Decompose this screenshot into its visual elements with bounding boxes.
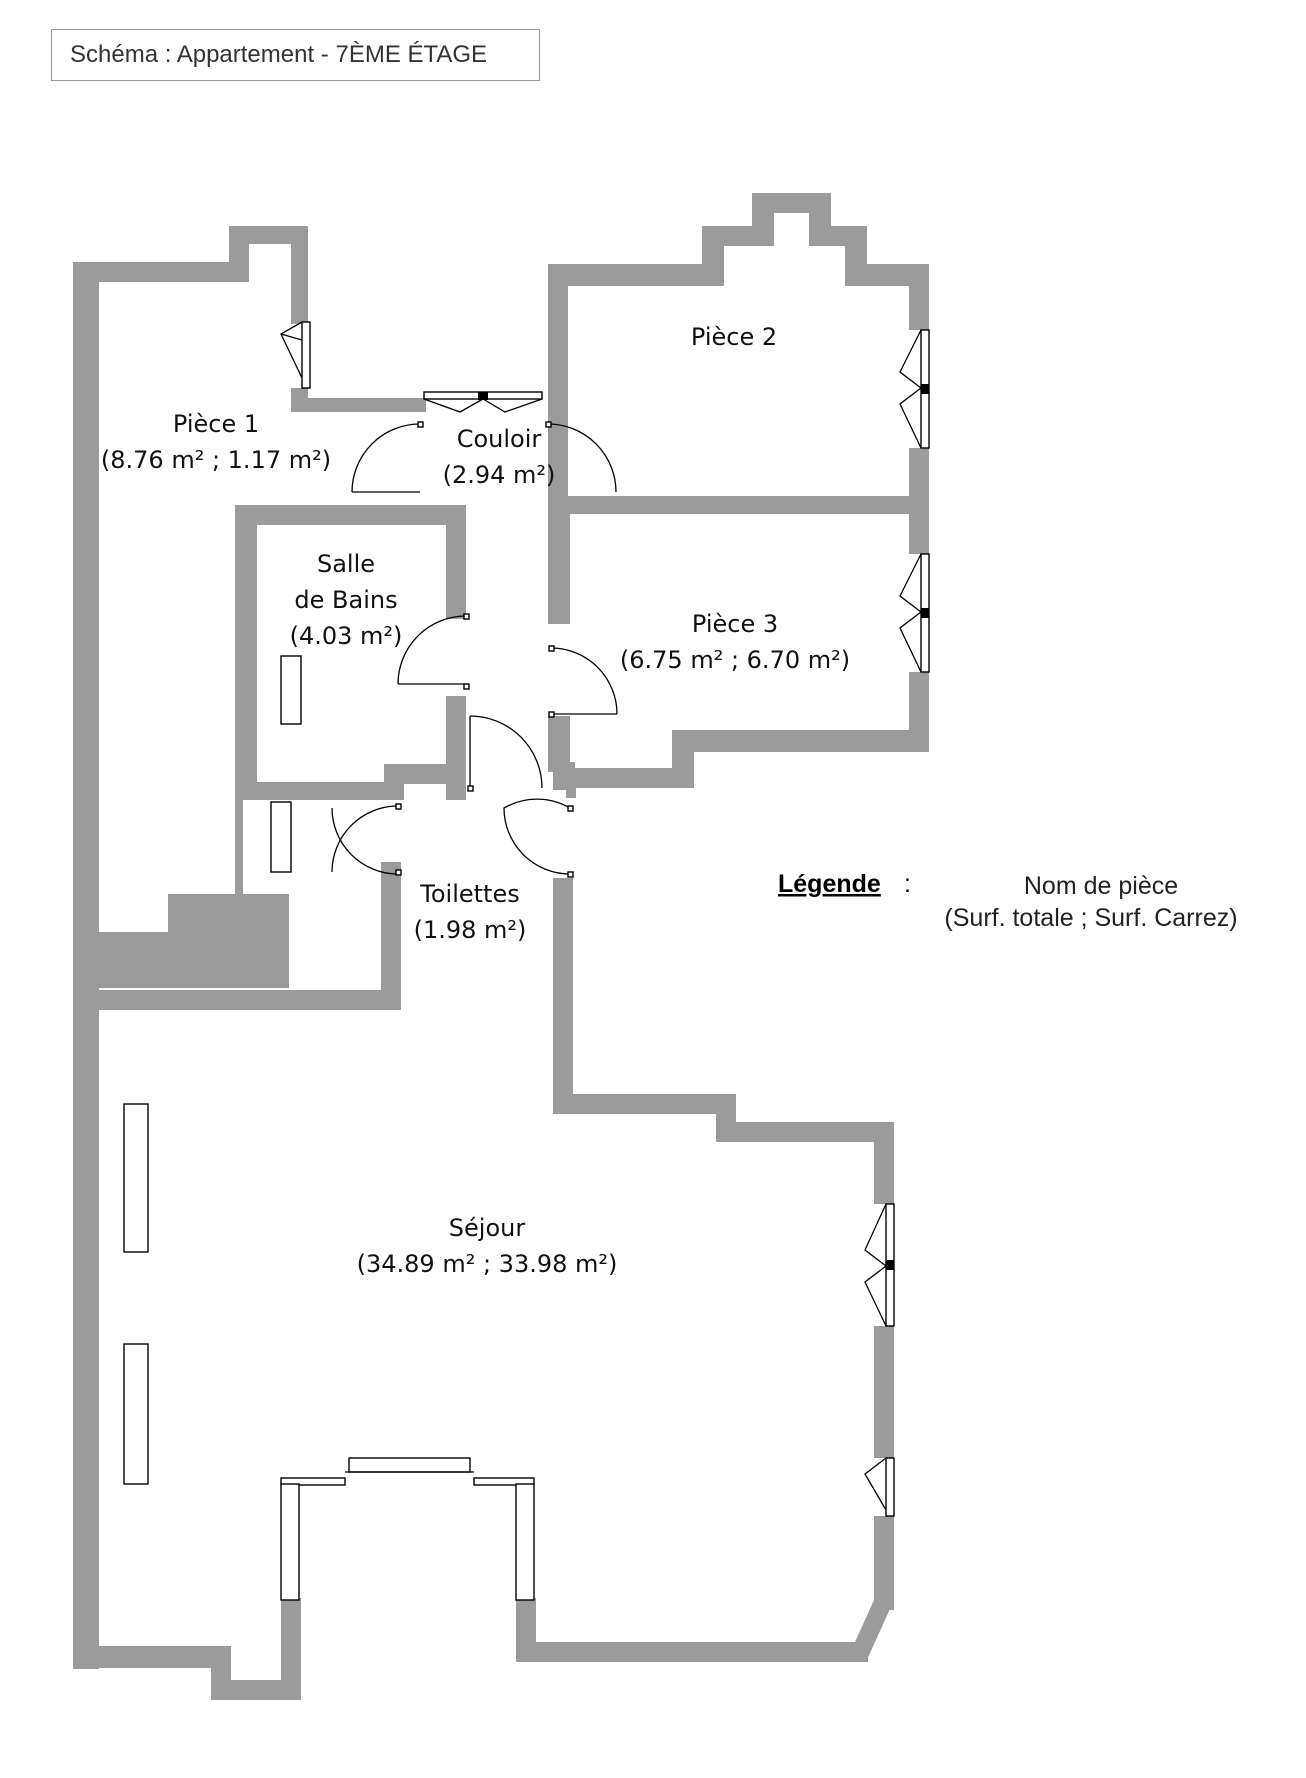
door-sdb bbox=[397, 615, 467, 685]
window-sejour-2 bbox=[885, 1457, 895, 1517]
door-sejour bbox=[503, 798, 571, 875]
wall-p2-top-right bbox=[845, 264, 929, 286]
wall-sejour-step-top bbox=[716, 1122, 894, 1142]
wall-sdb-bottom-step bbox=[384, 764, 404, 800]
wall-p1-top bbox=[73, 262, 233, 282]
wall-sdb-right-lower bbox=[446, 696, 466, 800]
room-sdb-surface: (4.03 m²) bbox=[290, 622, 403, 650]
wall-left bbox=[73, 262, 99, 1669]
door-wc bbox=[331, 805, 399, 873]
wall-sejour-bottom bbox=[516, 1642, 868, 1662]
room-p1-name: Pièce 1 bbox=[173, 410, 259, 438]
room-couloir-name: Couloir bbox=[457, 425, 542, 453]
wall-sejour-right-low bbox=[874, 1516, 894, 1610]
room-p2-name: Pièce 2 bbox=[691, 323, 777, 351]
room-p3-name: Pièce 3 bbox=[692, 610, 778, 638]
wall-sejour-bay-right bbox=[516, 1598, 536, 1662]
wall-sdb-bottom-left bbox=[235, 782, 387, 800]
room-sejour-name: Séjour bbox=[449, 1214, 526, 1242]
legend-title: Légende bbox=[778, 870, 881, 898]
radiators bbox=[123, 655, 302, 1485]
radiator-sejour-1 bbox=[123, 1103, 149, 1253]
wall-sejour-inner-right bbox=[553, 878, 573, 1114]
wall-sdb-left bbox=[235, 505, 257, 800]
window-p1 bbox=[301, 321, 311, 389]
radiator-wc bbox=[270, 801, 292, 873]
room-labels: Pièce 1 (8.76 m² ; 1.17 m²) Couloir (2.9… bbox=[101, 323, 850, 1278]
wall-sejour-right-mid bbox=[874, 1326, 894, 1458]
legend-line-1: Nom de pièce bbox=[1024, 872, 1178, 900]
room-sdb-name-2: de Bains bbox=[294, 586, 397, 614]
wall-sdb-right-upper bbox=[446, 505, 466, 619]
wall-sdb-top bbox=[235, 505, 464, 525]
legend: Légende : Nom de pièce (Surf. totale ; S… bbox=[778, 870, 1238, 932]
wall-p1-notch-right bbox=[291, 226, 308, 324]
room-wc-name: Toilettes bbox=[419, 880, 519, 908]
wall-sejour-step1 bbox=[553, 1094, 716, 1114]
wall-corridor-right bbox=[553, 762, 575, 790]
windows bbox=[280, 321, 930, 1601]
window-bay-left bbox=[280, 1483, 300, 1601]
room-sejour-surface: (34.89 m² ; 33.98 m²) bbox=[357, 1250, 618, 1278]
page-title: Schéma : Appartement - 7ÈME ÉTAGE bbox=[51, 29, 540, 81]
wall-p3-left-upper bbox=[548, 496, 570, 624]
door-p3 bbox=[550, 647, 618, 715]
room-p1-surface: (8.76 m² ; 1.17 m²) bbox=[101, 446, 331, 474]
wall-p1-service bbox=[235, 800, 243, 896]
wall-p2-step-top-left bbox=[702, 226, 756, 246]
legend-colon: : bbox=[904, 870, 911, 898]
room-wc-surface: (1.98 m²) bbox=[414, 916, 527, 944]
wall-p3-bottom-left bbox=[566, 768, 694, 788]
legend-line-2: (Surf. totale ; Surf. Carrez) bbox=[944, 904, 1237, 932]
wall-p2-left bbox=[548, 264, 568, 404]
doors bbox=[331, 421, 618, 878]
outer-walls bbox=[73, 193, 929, 1700]
interior-walls bbox=[96, 505, 575, 1010]
wall-p1-notch-top bbox=[229, 226, 308, 244]
door-corridor bbox=[469, 715, 543, 789]
wall-sejour-top bbox=[96, 990, 401, 1010]
wall-sejour-right-top bbox=[874, 1122, 894, 1204]
door-p2 bbox=[547, 423, 617, 493]
wall-bottom-notch-right bbox=[281, 1598, 301, 1700]
room-couloir-surface: (2.94 m²) bbox=[443, 461, 556, 489]
wall-sdb-bottom-right bbox=[384, 764, 466, 784]
wall-p2-p3 bbox=[548, 496, 929, 514]
door-p1 bbox=[351, 423, 421, 493]
wall-p3-left-lower bbox=[548, 716, 570, 772]
wall-bottom-notch-bottom bbox=[211, 1680, 301, 1700]
room-sdb-name-1: Salle bbox=[317, 550, 375, 578]
window-bay-right bbox=[515, 1483, 535, 1601]
wall-p2-left-lower bbox=[548, 388, 568, 504]
window-bay-top bbox=[348, 1457, 471, 1473]
radiator-sdb bbox=[280, 655, 302, 725]
radiator-sejour-2 bbox=[123, 1343, 149, 1485]
wall-p2-top-left bbox=[548, 264, 720, 286]
wall-wc-right bbox=[381, 862, 401, 1010]
wall-p2-right-upper bbox=[909, 264, 929, 330]
wall-p3-bottom-right bbox=[672, 730, 929, 752]
wall-service-block bbox=[99, 894, 289, 988]
wall-bottom-left bbox=[73, 1646, 231, 1668]
wall-p1-couloir-top bbox=[291, 398, 426, 412]
room-p3-surface: (6.75 m² ; 6.70 m²) bbox=[620, 646, 850, 674]
